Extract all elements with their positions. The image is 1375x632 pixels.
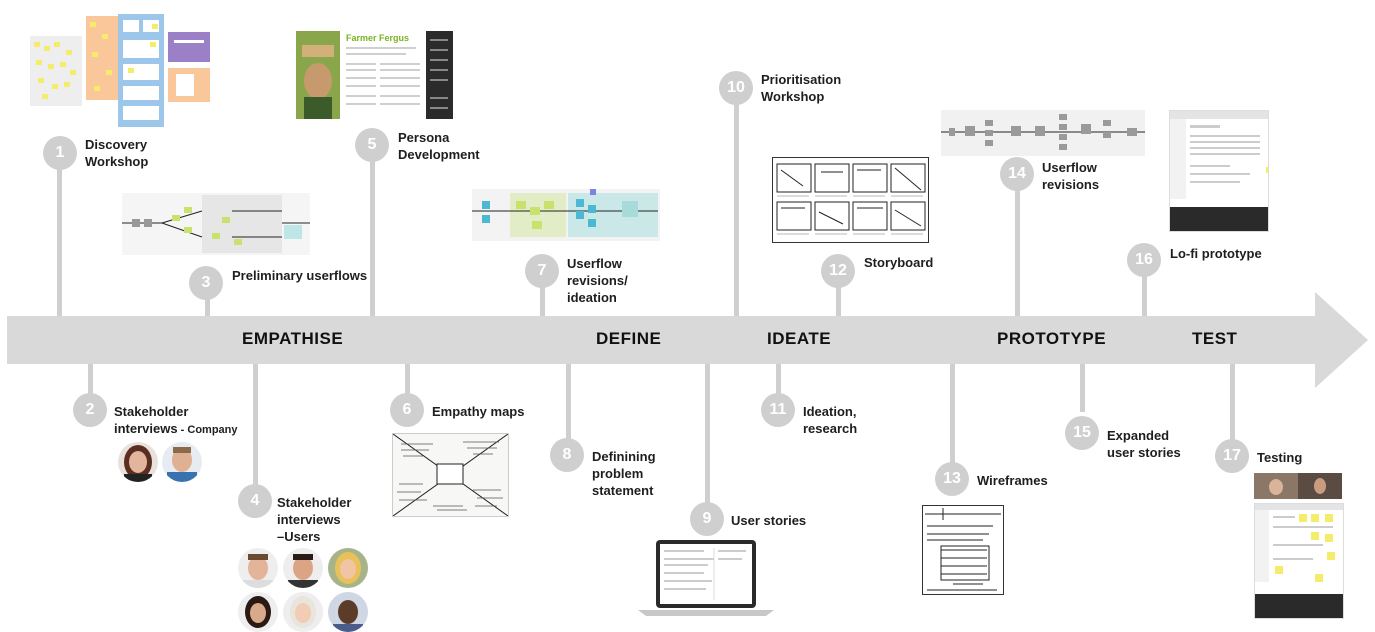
phase-test: TEST [1192, 329, 1238, 348]
step-13-stem [950, 364, 955, 468]
step-8-label: Definining problem statement [592, 449, 656, 498]
step-11-label: Ideation, research [803, 404, 858, 436]
wireframe-sketch-image [922, 505, 1004, 595]
step-2-label: Stakeholder interviews - Company [114, 403, 238, 439]
step-3-stem [205, 297, 210, 316]
userflow-revisions-image [472, 189, 660, 241]
step-16-badge: 16 [1127, 243, 1161, 277]
avatar-company-man [162, 442, 202, 482]
step-5-stem [370, 148, 375, 316]
lofi-prototype-image [1169, 110, 1269, 232]
step-1-stem [57, 150, 62, 316]
discovery-workshop-image [30, 12, 212, 127]
step-7-label: Userflow revisions/ ideation [567, 256, 628, 305]
step-7-stem [540, 286, 545, 316]
user-stories-laptop-image [638, 540, 774, 621]
step-7-badge: 7 [525, 254, 559, 288]
step-8-badge: 8 [550, 438, 584, 472]
avatar-user-2 [283, 548, 323, 588]
phase-empathise: EMPATHISE [242, 329, 344, 348]
avatar-user-1 [238, 548, 278, 588]
testing-prototype-image [1254, 503, 1344, 619]
step-12-stem [836, 283, 841, 316]
step-16-label: Lo-fi prototype [1170, 246, 1262, 261]
step-14-badge: 14 [1000, 157, 1034, 191]
step-15-stem [1080, 364, 1085, 412]
step-6-badge: 6 [390, 393, 424, 427]
phase-define: DEFINE [596, 329, 662, 348]
userflow-revisions-2-image [941, 110, 1145, 156]
step-10-badge: 10 [719, 71, 753, 105]
step-6-stem [405, 364, 410, 400]
phase-ideate: IDEATE [767, 329, 832, 348]
step-17-stem [1230, 364, 1235, 444]
step-12-label: Storyboard [864, 255, 934, 270]
empathy-map-image [392, 433, 509, 517]
step-4-stem [253, 364, 258, 494]
phase-prototype: PROTOTYPE [997, 329, 1107, 348]
step-14-stem [1015, 190, 1020, 316]
step-16-stem [1142, 270, 1147, 316]
step-13-badge: 13 [935, 462, 969, 496]
avatar-user-3 [328, 548, 368, 588]
step-9-stem [705, 364, 710, 504]
step-2-badge: 2 [73, 393, 107, 427]
step-17-label: Testing [1257, 450, 1303, 465]
avatar-company-woman [118, 442, 158, 482]
step-3-badge: 3 [189, 266, 223, 300]
step-2-stem [88, 364, 93, 404]
step-6-label: Empathy maps [432, 404, 525, 419]
step-5-badge: 5 [355, 128, 389, 162]
persona-image: Farmer Fergus [296, 31, 453, 119]
step-9-label: User stories [731, 513, 807, 528]
avatar-user-4 [238, 592, 278, 632]
persona-name: Farmer Fergus [346, 33, 410, 43]
step-11-badge: 11 [761, 393, 795, 427]
step-1-badge: 1 [43, 136, 77, 170]
testing-video-image [1254, 473, 1342, 499]
step-12-badge: 12 [821, 254, 855, 288]
step-2-label-suffix: - Company [177, 424, 238, 436]
step-15-label: Expanded user stories [1107, 428, 1181, 460]
step-15-badge: 15 [1065, 416, 1099, 450]
step-10-label: Prioritisation Workshop [761, 72, 842, 104]
step-5-label: Persona Development [398, 130, 480, 162]
step-11-stem [776, 364, 781, 396]
step-13-label: Wireframes [977, 473, 1048, 488]
step-2-label-main: Stakeholder interviews [114, 404, 189, 436]
step-1-label: Discovery Workshop [85, 137, 149, 169]
step-4-label: Stakeholder interviews –Users [277, 495, 352, 544]
step-17-badge: 17 [1215, 439, 1249, 473]
step-4-badge: 4 [238, 484, 272, 518]
storyboard-image [772, 157, 929, 243]
step-3-label: Preliminary userflows [232, 268, 368, 283]
step-8-stem [566, 364, 571, 444]
step-14-label: Userflow revisions [1042, 160, 1100, 192]
avatar-user-5 [283, 592, 323, 632]
step-9-badge: 9 [690, 502, 724, 536]
preliminary-userflows-image [122, 193, 310, 255]
avatar-user-6 [328, 592, 368, 632]
step-10-stem [734, 100, 739, 316]
